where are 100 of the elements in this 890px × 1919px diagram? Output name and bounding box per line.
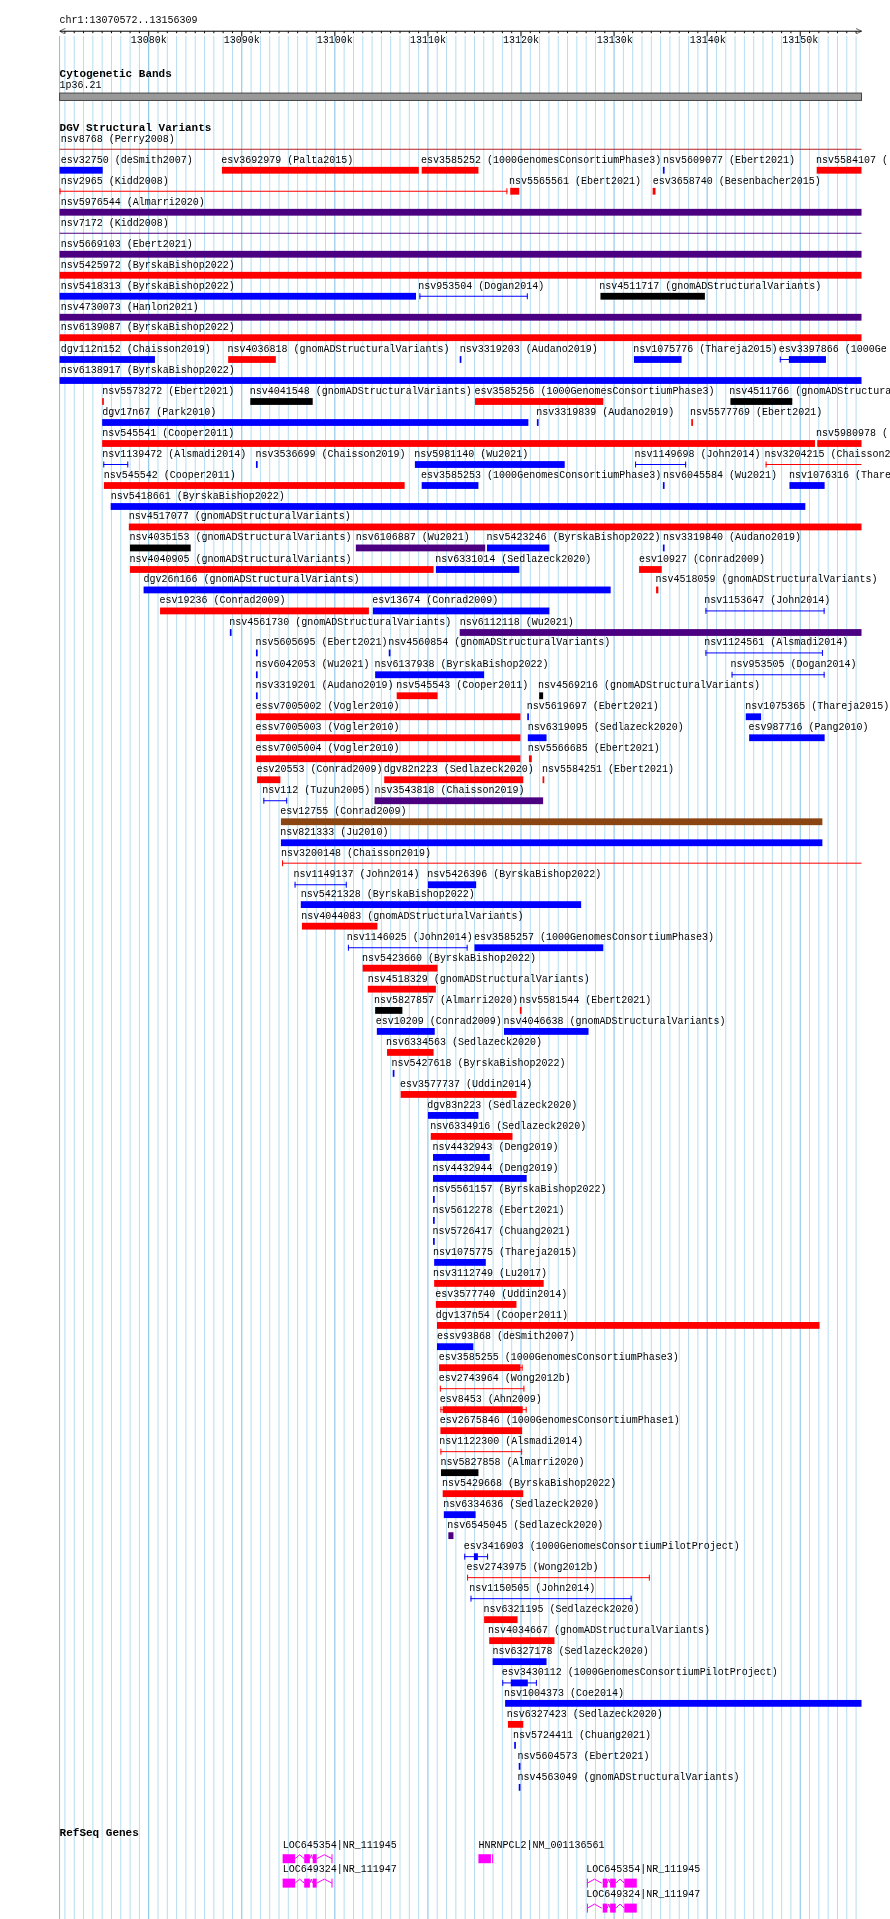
variant-label: nsv6321195 (Sedlazeck2020) — [483, 1604, 640, 1616]
variant-label: nsv5581544 (Ebert2021) — [519, 994, 652, 1007]
variant-label: esv3585255 (1000GenomesConsortiumPhase3) — [438, 1352, 679, 1364]
variant-label: nsv953505 (Dogan2014) — [730, 659, 857, 672]
variant-label: dgv82n223 (Sedlazeck2020) — [383, 764, 534, 777]
variant-label: nsv3319839 (Audano2019) — [536, 406, 675, 419]
variant-label: nsv5426396 (ByrskaBishop2022) — [427, 869, 602, 882]
variant-label: nsv5584107 ( — [816, 154, 889, 167]
gene-label: LOC649324|NR_111947 — [586, 1889, 701, 1902]
gene-label: LOC649324|NR_111947 — [282, 1864, 397, 1877]
position-label: chr1:13070572..13156309 — [59, 15, 198, 27]
variant-label: esv3585257 (1000GenomesConsortiumPhase3) — [473, 932, 714, 945]
variant-label: nsv953504 (Dogan2014) — [418, 280, 545, 293]
variant-label: esv19236 (Conrad2009) — [159, 595, 286, 608]
variant-label: nsv5604573 (Ebert2021) — [517, 1750, 650, 1763]
variant-label: nsv545543 (Cooper2011) — [396, 680, 529, 693]
variant-label: nsv5577769 (Ebert2021) — [690, 406, 823, 419]
variant-label: nsv5827858 (Almarri2020) — [440, 1457, 585, 1469]
variant-label: nsv5561157 (ByrskaBishop2022) — [432, 1183, 607, 1196]
variant-label: nsv8768 (Perry2008) — [60, 133, 175, 146]
tick-label: 13090k — [223, 34, 260, 47]
variant-label: nsv5612278 (Ebert2021) — [432, 1204, 565, 1217]
track-title: Cytogenetic Bands — [59, 67, 172, 80]
variant-label: nsv2965 (Kidd2008) — [60, 175, 169, 188]
variant-label: dgv17n67 (Park2010) — [102, 406, 217, 419]
variant-label: nsv5423246 (ByrskaBishop2022) — [486, 532, 661, 545]
variant-label: nsv4035153 (gnomADStructuralVariants) — [129, 532, 352, 545]
variant-label: nsv6319095 (Sedlazeck2020) — [527, 722, 684, 735]
variant-label: nsv4569216 (gnomADStructuralVariants) — [538, 680, 761, 693]
variant-label: esv3585256 (1000GenomesConsortiumPhase3) — [474, 385, 715, 398]
variant-label: esv3416903 (1000GenomesConsortiumPilotProject) — [463, 1541, 740, 1553]
variant-label: nsv5609077 (Ebert2021) — [662, 154, 795, 167]
variant-label: nsv6334636 (Sedlazeck2020) — [443, 1499, 600, 1511]
variant-label: nsv6112118 (Wu2021) — [459, 616, 574, 629]
variant-label: nsv7172 (Kidd2008) — [60, 217, 169, 230]
variant-label: esv3577740 (Uddin2014) — [435, 1288, 568, 1301]
variant-label: nsv1124561 (Alsmadi2014) — [704, 637, 849, 650]
variant-label: nsv5427618 (ByrskaBishop2022) — [391, 1057, 566, 1070]
variant-label: esv10209 (Conrad2009) — [375, 1015, 502, 1028]
variant-label: nsv4511717 (gnomADStructuralVariants) — [599, 280, 822, 293]
variant-label: esv3430112 (1000GenomesConsortiumPilotProject) — [501, 1667, 778, 1680]
variant-label: nsv1139472 (Alsmadi2014) — [102, 448, 247, 461]
variant-label: esv3585252 (1000GenomesConsortiumPhase3) — [421, 154, 662, 167]
gene-label: LOC645354|NR_111945 — [282, 1839, 397, 1852]
variant-label: nsv4041548 (gnomADStructuralVariants) — [249, 385, 472, 398]
variant-label: nsv4432944 (Deng2019) — [432, 1162, 559, 1175]
variant-label: nsv4517077 (gnomADStructuralVariants) — [128, 511, 351, 524]
variant-label: nsv6334916 (Sedlazeck2020) — [430, 1120, 587, 1133]
variant-label: esv3692979 (Palta2015) — [221, 154, 354, 167]
variant-label: nsv5429668 (ByrskaBishop2022) — [442, 1478, 617, 1490]
variant-label: nsv5566685 (Ebert2021) — [527, 743, 660, 756]
variant-label: nsv3319201 (Audano2019) — [255, 680, 394, 693]
variant-label: nsv1075365 (Thareja2015) — [745, 701, 890, 714]
variant-label: nsv5421328 (ByrskaBishop2022) — [300, 888, 475, 901]
variant-label: nsv3319840 (Audano2019) — [662, 532, 801, 545]
tick-label: 13100k — [316, 34, 353, 47]
variant-label: nsv6042053 (Wu2021) — [255, 659, 370, 672]
variant-label: nsv6334563 (Sedlazeck2020) — [385, 1036, 542, 1049]
variant-label: nsv1075776 (Thareja2015) — [633, 343, 778, 356]
variant-label: nsv5565561 (Ebert2021) — [509, 175, 642, 188]
variant-label: nsv6327178 (Sedlazeck2020) — [492, 1646, 649, 1658]
variant-label: esv3577737 (Uddin2014) — [400, 1078, 533, 1091]
variant-label: nsv821333 (Ju2010) — [280, 827, 389, 840]
variant-label: esv13674 (Conrad2009) — [372, 595, 499, 608]
variant-label: nsv3536699 (Chaisson2019) — [255, 448, 406, 461]
variant-label: esv2675846 (1000GenomesConsortiumPhase1) — [439, 1415, 680, 1427]
variant-label: essv7005003 (Vogler2010) — [255, 722, 400, 735]
variant-label: nsv4560854 (gnomADStructuralVariants) — [388, 637, 611, 650]
variant-label: esv987716 (Pang2010) — [748, 722, 869, 735]
variant-label: nsv6139087 (ByrskaBishop2022) — [60, 322, 235, 335]
variant-label: nsv1122300 (Alsmadi2014) — [439, 1436, 584, 1448]
variant-label: nsv5619697 (Ebert2021) — [526, 701, 659, 714]
variant-label: nsv5827857 (Almarri2020) — [374, 994, 519, 1007]
variant-label: nsv1150505 (John2014) — [469, 1583, 596, 1595]
variant-label: esv3397866 (1000Ge — [778, 343, 887, 356]
variant-label: esv10927 (Conrad2009) — [639, 553, 766, 566]
variant-label: nsv5724411 (Chuang2021) — [513, 1729, 652, 1742]
variant-label: nsv6545045 (Sedlazeck2020) — [447, 1520, 604, 1532]
variant-label: nsv4518329 (gnomADStructuralVariants) — [367, 973, 590, 986]
variant-label: nsv6137938 (ByrskaBishop2022) — [374, 659, 549, 672]
variant-label: nsv1004373 (Coe2014) — [503, 1687, 624, 1700]
variant-label: nsv4040905 (gnomADStructuralVariants) — [129, 553, 352, 566]
band-label: 1p36.21 — [59, 80, 102, 93]
variant-label: esv2743975 (Wong2012b) — [466, 1562, 599, 1574]
variant-label: nsv6138917 (ByrskaBishop2022) — [60, 364, 235, 377]
variant-label: nsv3112749 (Lu2017) — [433, 1267, 548, 1280]
variant-label: esv3585253 (1000GenomesConsortiumPhase3) — [421, 469, 662, 482]
tick-label: 13110k — [409, 34, 446, 47]
variant-label: nsv1149137 (John2014) — [293, 869, 420, 882]
variant-label: nsv5726417 (Chuang2021) — [432, 1225, 571, 1238]
variant-label: nsv5605695 (Ebert2021) — [255, 637, 388, 650]
tick-label: 13080k — [130, 34, 167, 47]
variant-label: nsv3319203 (Audano2019) — [459, 343, 598, 356]
variant-label: nsv5980978 ( — [816, 427, 889, 440]
variant-label: nsv4561730 (gnomADStructuralVariants) — [229, 616, 452, 629]
variant-label: dgv112n152 (Chaisson2019) — [60, 343, 211, 356]
variant-label: essv93868 (deSmith2007) — [437, 1331, 576, 1343]
variant-label: nsv1075775 (Thareja2015) — [433, 1246, 578, 1259]
variant-label: nsv6327423 (Sedlazeck2020) — [506, 1708, 663, 1721]
variant-label: esv20553 (Conrad2009) — [256, 764, 383, 777]
